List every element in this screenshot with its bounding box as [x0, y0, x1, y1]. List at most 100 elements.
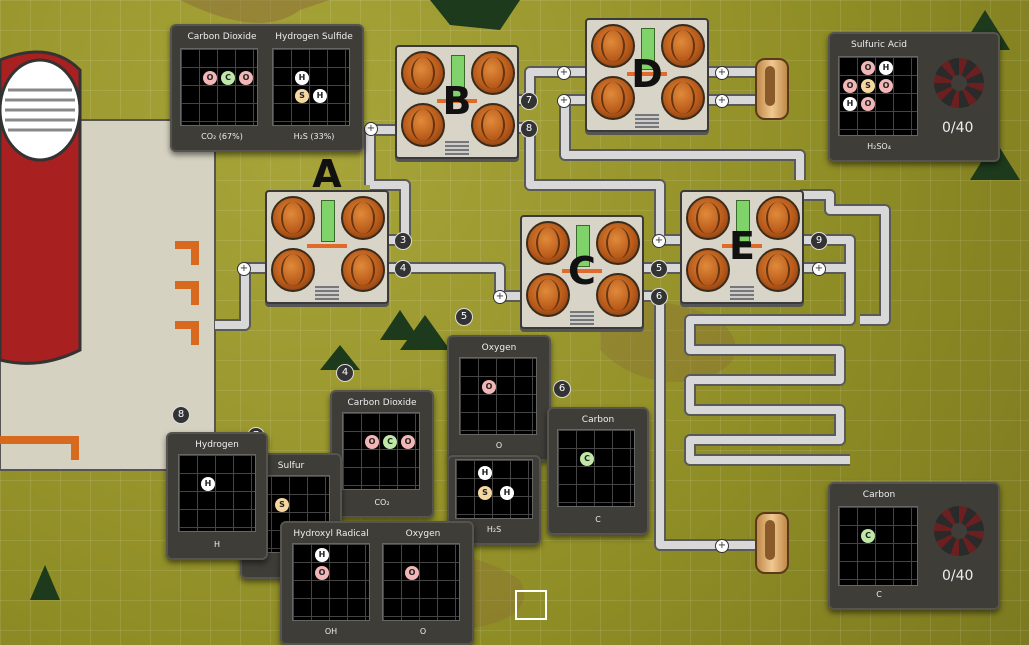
- plus-icon[interactable]: +: [493, 290, 507, 304]
- atom-s: S: [861, 79, 875, 93]
- plus-icon[interactable]: +: [557, 94, 571, 108]
- molecule-grid: H O: [292, 543, 370, 621]
- tank-icon: [596, 221, 640, 265]
- panel-formula: H₂SO₄: [867, 142, 891, 151]
- plus-icon[interactable]: +: [715, 66, 729, 80]
- panel-formula: O: [419, 627, 427, 636]
- molecule-grid: H S H: [455, 459, 533, 519]
- panel-formula: C: [876, 590, 882, 599]
- reactor-label: A: [312, 152, 342, 196]
- reactor-c[interactable]: C: [520, 215, 644, 329]
- port-badge[interactable]: 4: [394, 260, 412, 278]
- info-panel-oxygen[interactable]: Oxygen O O: [447, 335, 551, 461]
- input-panel-top[interactable]: Carbon Dioxide Hydrogen Sulfide O C O H …: [170, 24, 364, 152]
- reactor-d[interactable]: D: [585, 18, 709, 132]
- atom-s: S: [295, 89, 309, 103]
- port-badge[interactable]: 9: [810, 232, 828, 250]
- tank-icon: [661, 76, 705, 120]
- atom-s: S: [275, 498, 289, 512]
- port-badge[interactable]: 5: [455, 308, 473, 326]
- output-receptacle-carbon[interactable]: [755, 512, 789, 574]
- reactor-stairs: [635, 114, 659, 128]
- tank-icon: [401, 51, 445, 95]
- plus-icon[interactable]: +: [557, 66, 571, 80]
- port-badge[interactable]: 7: [520, 92, 538, 110]
- reactor-label: E: [729, 224, 755, 268]
- reactor-bridge: [722, 244, 762, 248]
- tank-icon: [401, 103, 445, 147]
- panel-title: Carbon: [862, 490, 896, 500]
- atom-h: H: [843, 97, 857, 111]
- molecule-grid: O: [459, 357, 537, 435]
- panel-title: Hydroxyl Radical: [293, 529, 369, 539]
- reactor-e[interactable]: E: [680, 190, 804, 304]
- atom-c: C: [861, 529, 875, 543]
- atom-o: O: [239, 71, 253, 85]
- molecule-grid: O: [382, 543, 460, 621]
- info-panel-carbon[interactable]: Carbon C C: [547, 407, 649, 535]
- plus-icon[interactable]: +: [715, 94, 729, 108]
- info-panel-hydroxyl-oxygen[interactable]: Hydroxyl Radical Oxygen H O O OH O: [280, 521, 474, 645]
- atom-h: H: [295, 71, 309, 85]
- atom-o: O: [365, 435, 379, 449]
- reactor-label: D: [631, 52, 663, 96]
- reactor-b[interactable]: B: [395, 45, 519, 159]
- atom-h: H: [201, 477, 215, 491]
- tank-icon: [756, 196, 800, 240]
- tank-icon: [686, 196, 730, 240]
- port-badge[interactable]: 8: [172, 406, 190, 424]
- reactor-core: [736, 200, 750, 242]
- output-panel-carbon[interactable]: Carbon C C 0/40: [828, 482, 1000, 610]
- plus-icon[interactable]: +: [237, 262, 251, 276]
- reactor-label: B: [442, 79, 472, 123]
- molecule-grid: O H O S O H O: [838, 56, 918, 136]
- molecule-grid: O C O: [342, 412, 420, 490]
- atom-c: C: [580, 452, 594, 466]
- panel-formula: OH: [324, 627, 338, 636]
- reactor-a[interactable]: A: [265, 152, 389, 304]
- tank-icon: [686, 248, 730, 292]
- panel-title: Oxygen: [405, 529, 441, 539]
- progress-dial-icon: [934, 506, 984, 556]
- plus-icon[interactable]: +: [715, 539, 729, 553]
- panel-formula: H: [213, 540, 220, 549]
- panel-title: Carbon Dioxide: [187, 32, 257, 42]
- reactor-stairs: [570, 311, 594, 325]
- port-badge[interactable]: 8: [520, 120, 538, 138]
- tank-icon: [341, 248, 385, 292]
- reactor-bridge: [437, 99, 477, 103]
- panel-formula: CO₂ (67%): [201, 132, 243, 141]
- plus-icon[interactable]: +: [812, 262, 826, 276]
- reactor-core: [641, 28, 655, 70]
- atom-o: O: [405, 566, 419, 580]
- port-badge[interactable]: 3: [394, 232, 412, 250]
- port-badge[interactable]: 6: [650, 288, 668, 306]
- reactor-bridge: [307, 244, 347, 248]
- output-panel-sulfuric[interactable]: Sulfuric Acid O H O S O H O H₂SO₄ 0/40: [828, 32, 1000, 162]
- plus-icon[interactable]: +: [652, 234, 666, 248]
- port-badge[interactable]: 6: [553, 380, 571, 398]
- tank-icon: [661, 24, 705, 68]
- output-receptacle-sulfuric[interactable]: [755, 58, 789, 120]
- plus-icon[interactable]: +: [364, 122, 378, 136]
- reactor-bridge: [627, 72, 667, 76]
- selection-cursor[interactable]: [515, 590, 547, 620]
- molecule-grid: H: [178, 454, 256, 532]
- reactor-stairs: [445, 141, 469, 155]
- reactor-core: [576, 225, 590, 267]
- port-badge[interactable]: 5: [650, 260, 668, 278]
- tank-icon: [341, 196, 385, 240]
- molecule-grid: O C O: [180, 48, 258, 126]
- atom-h: H: [315, 548, 329, 562]
- tank-icon: [471, 51, 515, 95]
- reactor-label: C: [568, 249, 596, 293]
- molecule-grid: C: [838, 506, 918, 586]
- info-panel-carbon-dioxide[interactable]: Carbon Dioxide O C O CO₂: [330, 390, 434, 518]
- reactor-stairs: [315, 286, 339, 300]
- panel-title: Oxygen: [481, 343, 517, 353]
- tank-icon: [526, 273, 570, 317]
- atom-h: H: [879, 61, 893, 75]
- info-panel-hydrogen[interactable]: Hydrogen H H: [166, 432, 268, 560]
- port-badge[interactable]: 4: [336, 364, 354, 382]
- tank-icon: [591, 76, 635, 120]
